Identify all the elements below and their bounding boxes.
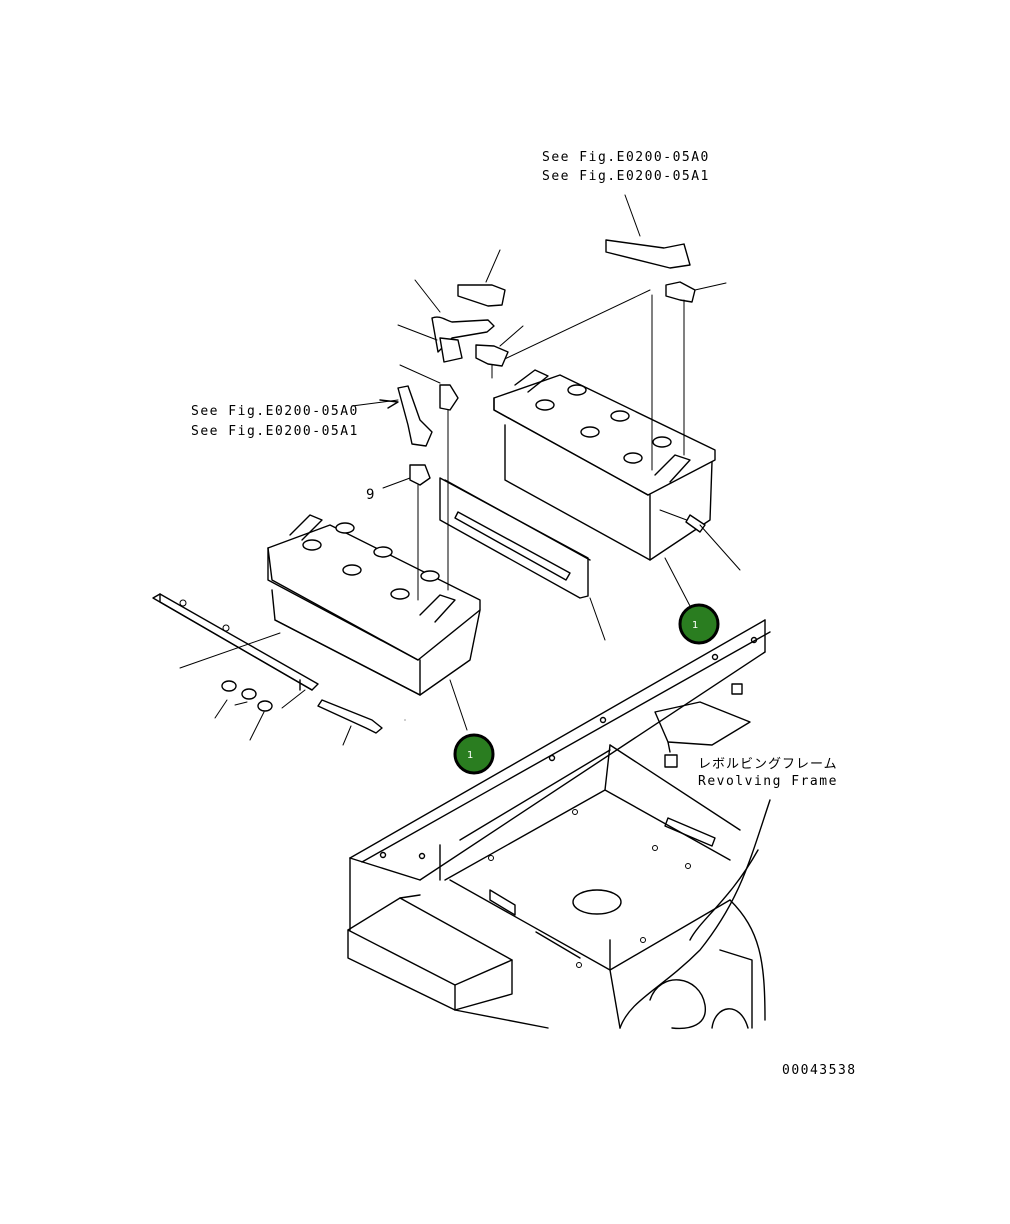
drawing-number: 00043538 — [782, 1063, 857, 1078]
callout-marker-1-right[interactable]: 1 — [678, 603, 720, 645]
frame-label: レボルビングフレーム Revolving Frame — [698, 757, 838, 789]
callout-marker-1-left[interactable]: 1 — [453, 733, 495, 775]
spacer-plate — [439, 477, 591, 599]
callout-label: 1 — [692, 620, 698, 631]
reference-left: See Fig.E0200-05A0 See Fig.E0200-05A1 — [191, 404, 359, 439]
part-number-9: 9 — [366, 487, 374, 503]
reference-line-2: See Fig.E0200-05A1 — [542, 169, 710, 184]
frame-label-english: Revolving Frame — [698, 774, 838, 789]
reference-line-1: See Fig.E0200-05A0 — [542, 150, 710, 165]
hold-down-bar — [152, 593, 383, 746]
callout-label: 1 — [467, 750, 473, 761]
reference-line-1: See Fig.E0200-05A0 — [191, 404, 359, 419]
reference-upper-right: See Fig.E0200-05A0 See Fig.E0200-05A1 — [542, 150, 710, 184]
cables-and-terminals — [351, 194, 741, 731]
battery-left — [267, 514, 481, 696]
reference-line-2: See Fig.E0200-05A1 — [191, 424, 359, 439]
battery-right — [493, 369, 716, 561]
frame-label-japanese: レボルビングフレーム — [698, 757, 838, 772]
revolving-frame — [347, 619, 771, 1030]
